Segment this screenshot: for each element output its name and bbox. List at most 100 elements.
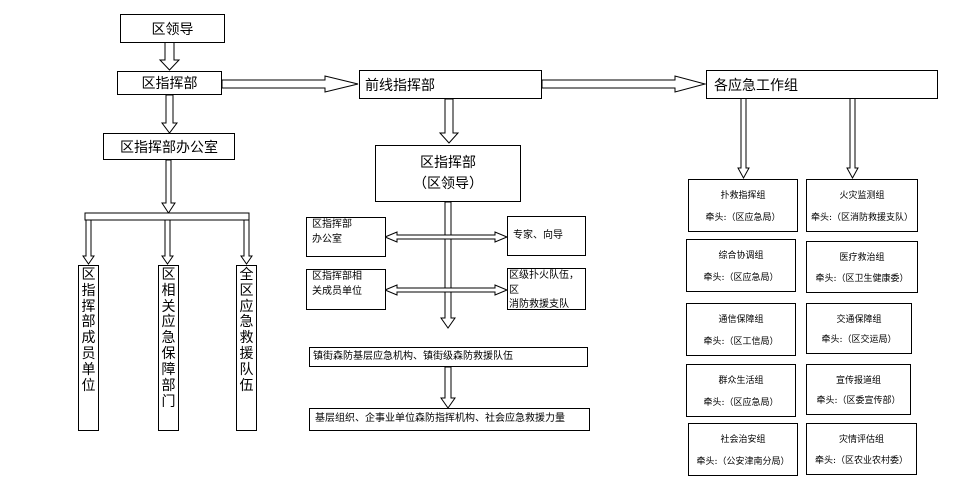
district-hq-box: 区指挥部: [117, 71, 222, 95]
member-units-box: 区指挥部相 关成员单位: [306, 269, 386, 310]
group-lead: 牵头:（区应急局）: [703, 272, 779, 283]
col3-char: 全: [239, 267, 254, 283]
front-inner-line1: 区指挥部: [420, 154, 476, 171]
group-lead: 牵头:（区委宣传部）: [816, 396, 901, 407]
col1-char: 位: [81, 377, 96, 394]
side-office-line2: 办公室: [312, 233, 342, 245]
col3-char: 队: [239, 361, 254, 378]
top-leader-label: 区领导: [151, 21, 194, 38]
col1-char: 指: [81, 282, 96, 299]
side-office-box: 区指挥部 办公室: [306, 217, 386, 257]
top-leader-box: 区领导: [120, 14, 225, 43]
rescue-teams-column: 全 区 应 急 救 援 队 伍: [236, 265, 257, 431]
side-office-line1: 区指挥部: [312, 219, 352, 230]
group-name: 交通保障组: [836, 314, 882, 325]
front-inner-line2: （区领导）: [413, 175, 483, 192]
town-level-box: 镇街森防基层应急机构、镇街级森防救援队伍: [309, 347, 588, 367]
arrow-groups-right: [846, 97, 859, 180]
arrow-hq-to-front: [221, 75, 359, 93]
support-departments-column: 区 相 关 应 急 保 障 部 门: [158, 265, 179, 431]
col1-char: 区: [81, 267, 96, 283]
arrow-leader-to-hq: [158, 41, 181, 71]
group-lead: 牵头:（公安津南分局）: [696, 456, 790, 467]
group-box-2: 火灾监测组 牵头:（区消防救援支队）: [806, 179, 918, 232]
front-hq-label: 前线指挥部: [365, 77, 435, 94]
group-box-1: 扑救指挥组 牵头:（区应急局）: [688, 179, 798, 232]
group-box-8: 宣传报道组 牵头:（区委宣传部）: [806, 364, 911, 415]
front-inner-box: 区指挥部 （区领导）: [375, 145, 521, 202]
experts-box: 专家、向导: [507, 216, 586, 256]
col2-char: 应: [161, 314, 176, 331]
col3-char: 急: [239, 314, 254, 331]
arrow-hq-to-office: [161, 94, 178, 134]
col3-char: 区: [239, 282, 254, 299]
group-box-5: 通信保障组 牵头:（区工信局）: [686, 303, 796, 356]
group-name: 群众生活组: [718, 376, 764, 387]
col1-char: 部: [81, 314, 96, 331]
fire-teams-box: 区级扑火队伍，区 消防救援支队: [507, 268, 586, 310]
member-units-column: 区 指 挥 部 成 员 单 位: [78, 265, 99, 431]
group-lead: 牵头:（区工信局）: [703, 336, 779, 347]
arrow-town-to-grassroots: [440, 366, 456, 409]
group-name: 医疗救治组: [839, 253, 885, 263]
arrow-branch-2: [161, 219, 174, 265]
col2-char: 门: [161, 393, 176, 410]
member-units-line2: 关成员单位: [312, 285, 362, 297]
group-name: 灾情评估组: [838, 435, 884, 445]
col2-char: 区: [161, 267, 176, 283]
bracket-bar: [84, 212, 250, 221]
group-box-6: 交通保障组 牵头:（区交运局）: [806, 303, 912, 354]
district-office-box: 区指挥部办公室: [103, 133, 235, 160]
district-office-label: 区指挥部办公室: [120, 139, 218, 156]
fire-teams-line2: 消防救援支队: [509, 299, 569, 310]
group-box-4: 医疗救治组 牵头:（区卫生健康委）: [806, 241, 918, 293]
col1-char: 单: [81, 361, 96, 378]
district-hq-label: 区指挥部: [141, 76, 198, 92]
col1-char: 成: [81, 330, 96, 347]
group-box-3: 综合协调组 牵头:（区应急局）: [686, 239, 796, 292]
group-name: 火灾监测组: [839, 191, 885, 202]
arrow-branch-1: [82, 219, 95, 265]
col1-char: 挥: [81, 298, 96, 315]
group-lead: 牵头:（区消防救援支队）: [810, 212, 914, 223]
member-units-line1: 区指挥部相: [312, 271, 362, 282]
col3-char: 救: [239, 330, 254, 347]
group-lead: 牵头:（区交运局）: [821, 335, 897, 346]
col2-char: 保: [161, 346, 176, 363]
col2-char: 急: [161, 330, 176, 347]
group-box-9: 社会治安组 牵头:（公安津南分局）: [688, 423, 798, 476]
group-name: 通信保障组: [718, 315, 764, 326]
col2-char: 关: [161, 298, 176, 315]
col2-char: 部: [161, 377, 176, 394]
arrow-front-to-inner: [438, 98, 460, 144]
arrow-groups-left: [737, 97, 750, 180]
group-lead: 牵头:（区农业农村委）: [814, 456, 909, 466]
arrow-front-to-groups: [541, 75, 707, 93]
grassroots-box: 基层组织、企事业单位森防指挥机构、社会应急救援力量: [309, 408, 590, 431]
group-box-7: 群众生活组 牵头:（区应急局）: [686, 364, 796, 417]
work-groups-title-box: 各应急工作组: [706, 70, 938, 99]
group-name: 扑救指挥组: [720, 191, 766, 202]
experts-label: 专家、向导: [513, 229, 563, 241]
fire-teams-line1: 区级扑火队伍，区: [509, 270, 579, 296]
col1-char: 员: [81, 346, 96, 363]
town-level-label: 镇街森防基层应急机构、镇街级森防救援队伍: [313, 350, 513, 362]
arrow-branch-3: [240, 219, 253, 265]
group-box-10: 灾情评估组 牵头:（区农业农村委）: [806, 423, 917, 475]
grassroots-label: 基层组织、企事业单位森防指挥机构、社会应急救援力量: [315, 413, 565, 425]
col3-char: 伍: [239, 377, 254, 394]
group-name: 宣传报道组: [835, 375, 881, 386]
group-lead: 牵头:（区应急局）: [705, 212, 781, 223]
col2-char: 障: [161, 361, 176, 378]
work-groups-title: 各应急工作组: [714, 77, 798, 94]
group-lead: 牵头:（区卫生健康委）: [815, 274, 909, 284]
group-name: 综合协调组: [718, 251, 764, 262]
front-hq-box: 前线指挥部: [359, 70, 542, 99]
col3-char: 应: [239, 298, 254, 315]
col2-char: 相: [161, 282, 176, 299]
arrow-central-spine: [440, 201, 456, 329]
arrow-office-to-bracket: [161, 159, 176, 214]
group-name: 社会治安组: [720, 435, 766, 446]
group-lead: 牵头:（区应急局）: [703, 397, 779, 408]
